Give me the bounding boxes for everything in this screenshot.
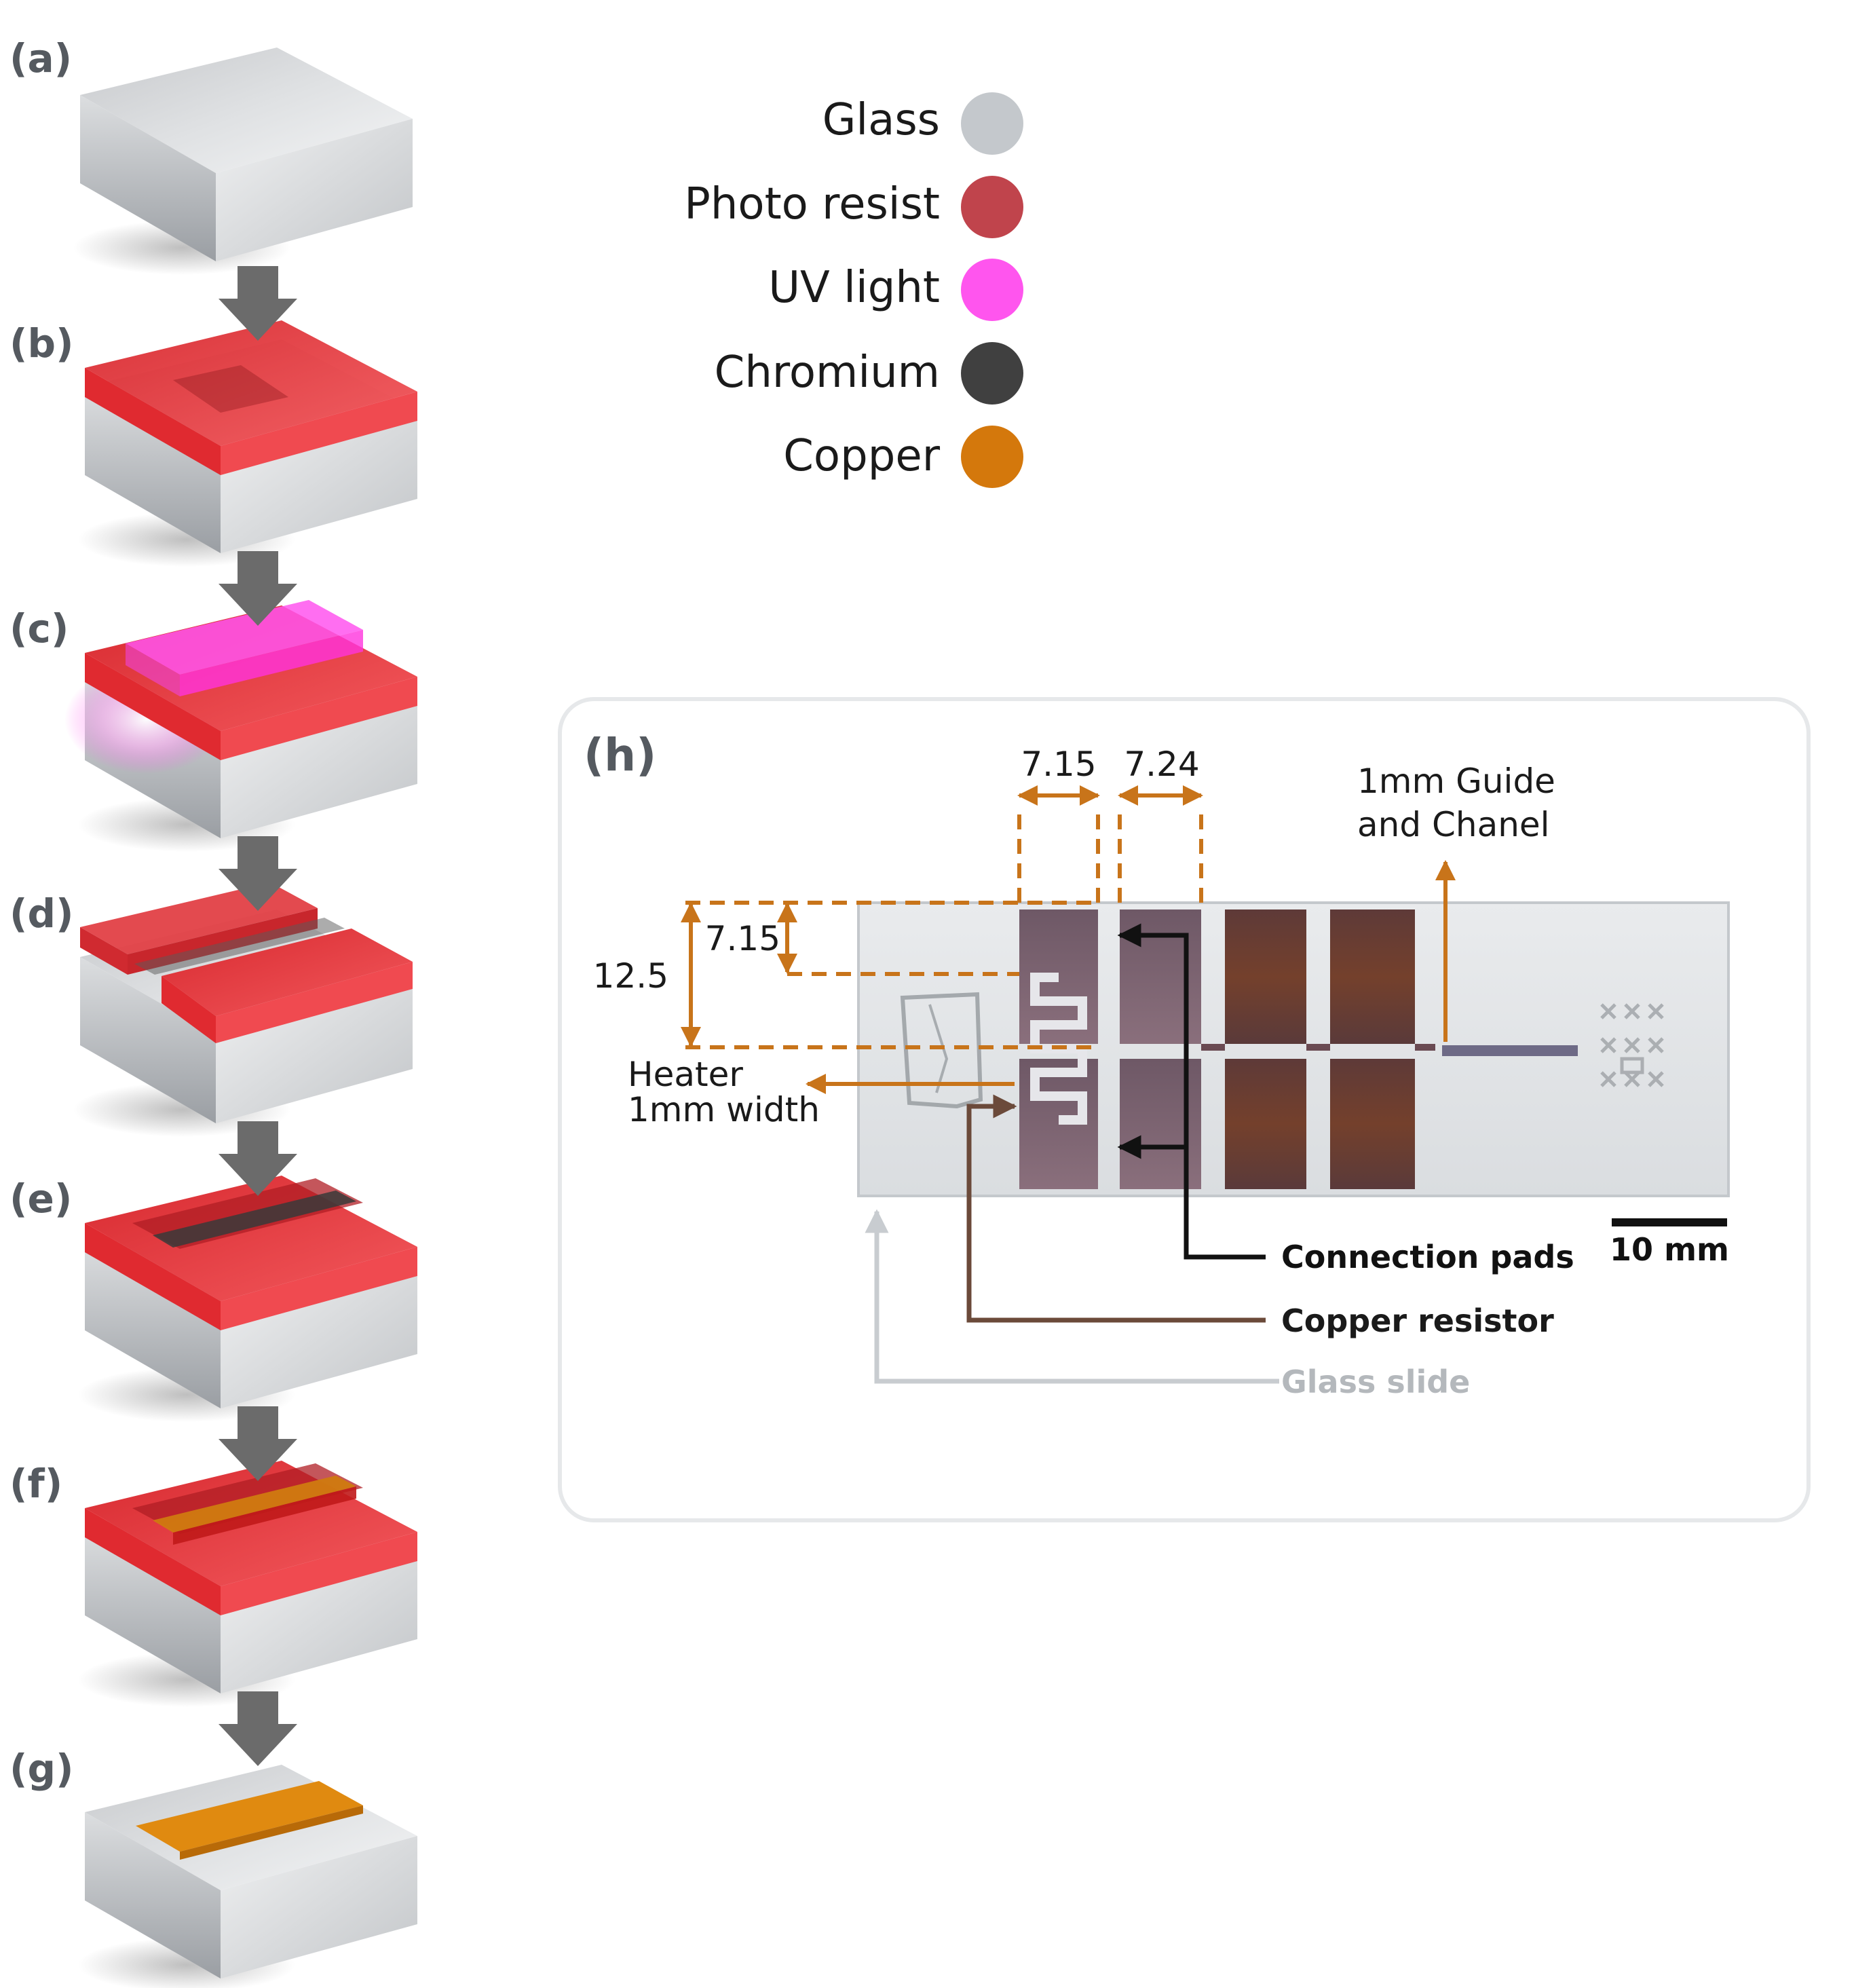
step-label-c: (c)	[10, 605, 69, 652]
connection-pad	[1330, 909, 1415, 1044]
alignment-marks	[1600, 1003, 1664, 1087]
heater-label-line2: 1mm width	[628, 1090, 820, 1129]
dim-slide-height: 12.5	[593, 956, 668, 996]
photoresist-swatch-icon	[961, 176, 1023, 238]
legend-label-chromium: Chromium	[715, 348, 940, 398]
callout-copper-resistor: Copper resistor	[1281, 1302, 1554, 1339]
step-c-uv-exposure-block	[64, 600, 417, 852]
panel-h: (h)	[558, 697, 1811, 1522]
step-g-final-block	[78, 1765, 417, 1988]
heater-label-line1: Heater	[628, 1055, 743, 1094]
step-e-chromium-block	[78, 1176, 417, 1422]
legend-label-glass: Glass	[822, 95, 940, 145]
legend-label-copper: Copper	[783, 431, 940, 481]
callout-connection-pads: Connection pads	[1281, 1239, 1574, 1275]
step-d-developed-block	[73, 882, 413, 1137]
connection-pad	[1225, 1059, 1306, 1189]
connection-pad	[1225, 909, 1306, 1044]
step-label-g: (g)	[10, 1746, 74, 1792]
scale-bar: 10 mm	[1610, 1218, 1729, 1268]
step-label-d: (d)	[10, 890, 74, 937]
guide-channel	[1442, 1045, 1578, 1056]
step-label-f: (f)	[10, 1461, 62, 1507]
legend-item-glass: Glass	[822, 92, 1023, 155]
dimension-lines	[681, 785, 1456, 1094]
legend-item-copper: Copper	[783, 426, 1023, 488]
dim-pad2-width: 7.24	[1124, 745, 1199, 784]
chromium-swatch-icon	[961, 342, 1023, 405]
callout-glass-slide: Glass slide	[1281, 1364, 1470, 1400]
copper-swatch-icon	[961, 426, 1023, 488]
scale-bar-label: 10 mm	[1610, 1231, 1729, 1268]
uv-light-swatch-icon	[961, 259, 1023, 321]
legend: Glass Photo resist UV light Chromium Cop…	[684, 92, 1023, 488]
guide-label-line2: and Chanel	[1357, 805, 1550, 844]
step-label-e: (e)	[10, 1176, 72, 1222]
legend-item-photoresist: Photo resist	[684, 176, 1023, 238]
panel-h-label: (h)	[584, 729, 656, 781]
connection-pad	[1330, 1059, 1415, 1189]
step-a-glass-block	[73, 48, 413, 275]
legend-item-chromium: Chromium	[715, 342, 1023, 405]
dim-pad-height: 7.15	[705, 919, 780, 958]
step-f-copper-block	[78, 1461, 417, 1707]
guide-label-line1: 1mm Guide	[1357, 762, 1555, 801]
connection-pad	[1120, 1059, 1201, 1189]
step-b-resist-coated-block	[78, 320, 417, 567]
step-label-b: (b)	[10, 320, 74, 367]
callout-lines	[865, 923, 1279, 1384]
step-labels: (a) (b) (c) (d) (e) (f) (g)	[10, 35, 74, 1792]
legend-label-photoresist: Photo resist	[684, 179, 940, 229]
dim-pad1-width: 7.15	[1021, 745, 1096, 784]
legend-item-uv-light: UV light	[768, 259, 1023, 321]
legend-label-uv-light: UV light	[768, 263, 940, 313]
connection-pad	[1120, 909, 1201, 1044]
step-label-a: (a)	[10, 35, 72, 81]
glass-swatch-icon	[961, 92, 1023, 155]
